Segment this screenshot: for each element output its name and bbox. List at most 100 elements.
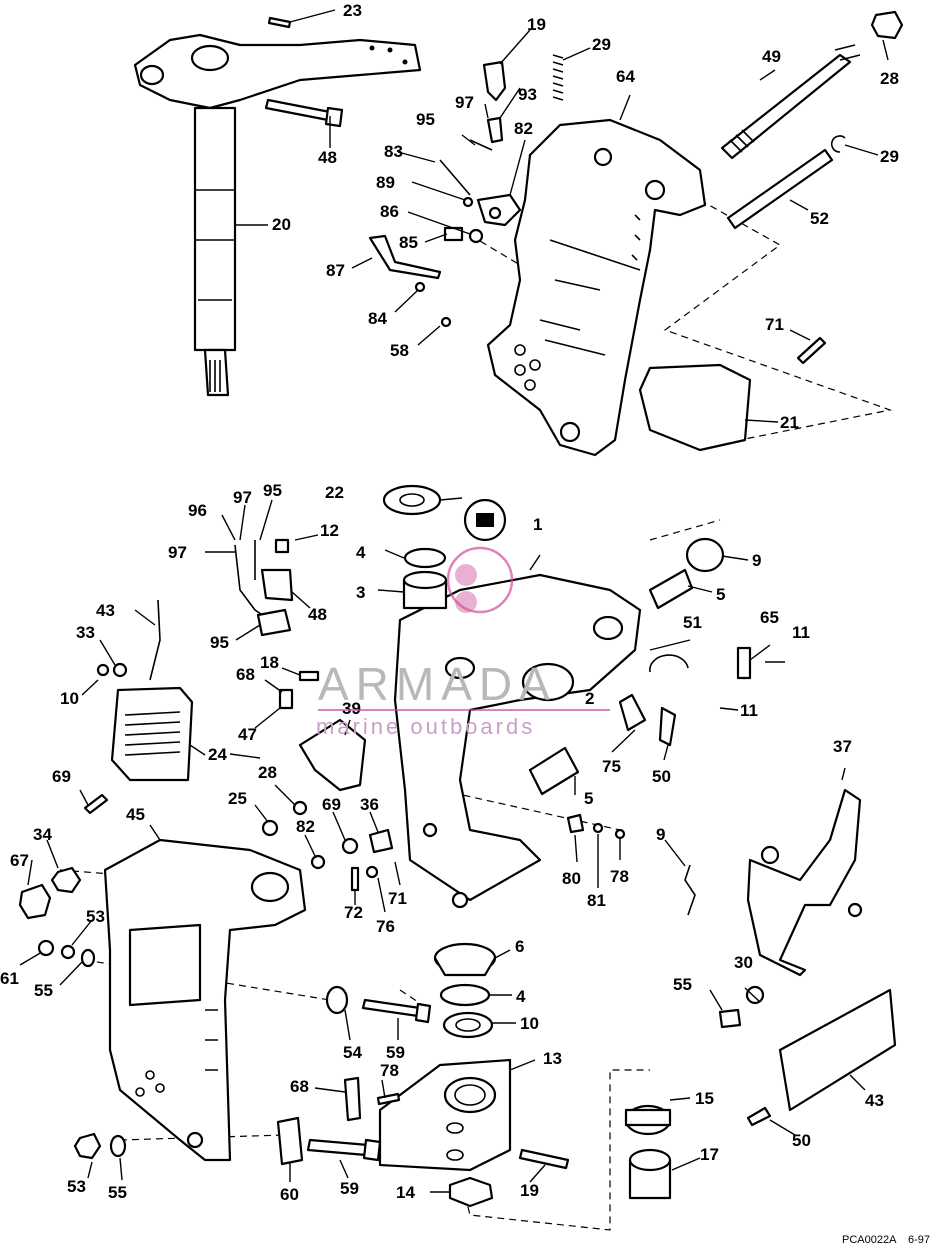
part-label: 2 [585, 689, 594, 708]
part-label: 83 [384, 142, 403, 161]
part-label: 12 [320, 521, 339, 540]
part-label: 18 [260, 653, 279, 672]
cover-part-22 [110, 686, 194, 782]
part-label: 78 [380, 1061, 399, 1080]
part-label: 53 [67, 1177, 86, 1196]
part-label: 9 [656, 825, 665, 844]
part-label: 21 [780, 413, 799, 432]
part-label: 3 [356, 583, 365, 602]
screw-part-78 [376, 1092, 401, 1106]
part-label: 29 [592, 35, 611, 54]
part-label: 95 [263, 481, 282, 500]
part-label: 95 [416, 110, 435, 129]
part-label: 55 [34, 981, 53, 1000]
ring-part-31 [830, 135, 846, 153]
part-label: 4 [516, 987, 526, 1006]
nut-part-30 [745, 985, 765, 1005]
plate-part-60 [276, 1116, 304, 1166]
clip-part-68 [343, 1076, 362, 1122]
cap-part-67 [18, 883, 52, 920]
part-label: 17 [700, 1145, 719, 1164]
part-label: 86 [380, 202, 399, 221]
part-label: 45 [126, 805, 145, 824]
watermark-tagline: marine outboards [316, 714, 535, 739]
part-label: 11 [740, 701, 758, 720]
part-label: 20 [272, 215, 291, 234]
wiring-parts [234, 538, 320, 710]
part-labels: 23 48 20 19 29 64 49 28 93 97 95 82 29 8… [0, 1, 899, 1204]
part-label: 80 [562, 869, 581, 888]
block-part-39 [298, 718, 367, 792]
part-label: 85 [399, 233, 418, 252]
part-label: 64 [616, 67, 635, 86]
watermark-emblem [446, 546, 514, 614]
part-label: 69 [322, 795, 341, 814]
part-label: 48 [318, 148, 337, 167]
washer-part-55-mid [80, 948, 96, 968]
washer-part-7 [685, 537, 725, 573]
part-label: 22 [325, 483, 344, 502]
part-label: 14 [396, 1183, 415, 1202]
part-label: 10 [520, 1014, 539, 1033]
clip-part-75 [618, 693, 647, 732]
part-label: 55 [108, 1183, 127, 1202]
part-label: 81 [587, 891, 606, 910]
part-label: 71 [388, 889, 407, 908]
part-label: 11 [792, 623, 810, 642]
part-label: 48 [308, 605, 327, 624]
part-label: 51 [683, 613, 702, 632]
part-label: 13 [543, 1049, 562, 1068]
ring-part-4-top [403, 547, 447, 569]
tilt-shaft-part-47 [720, 44, 861, 160]
part-label: 72 [344, 903, 363, 922]
part-label: 53 [86, 907, 105, 926]
part-label: 68 [236, 665, 255, 684]
clamp-block-part-13 [378, 1058, 512, 1172]
part-label: 1 [533, 515, 542, 534]
part-label: 89 [376, 173, 395, 192]
part-label: 50 [652, 767, 671, 786]
swivel-bracket-part-1 [393, 573, 642, 909]
part-label: 43 [865, 1091, 884, 1110]
bearing-stack [433, 942, 497, 1039]
part-label: 82 [514, 119, 533, 138]
part-label: 55 [673, 975, 692, 994]
nut-part-34 [50, 866, 82, 894]
screw-part-71-top [796, 336, 827, 365]
part-label: 97 [233, 488, 252, 507]
part-label: 97 [168, 543, 187, 562]
part-label: 76 [376, 917, 395, 936]
part-label: 9 [752, 551, 761, 570]
pad-part-33 [778, 988, 897, 1112]
part-label: 59 [340, 1179, 359, 1198]
part-label: 47 [238, 725, 257, 744]
bushing-part-56 [718, 1008, 742, 1029]
part-label: 97 [455, 93, 474, 112]
part-label: 24 [208, 745, 227, 764]
part-label: 69 [52, 767, 71, 786]
bolt-part-19 [518, 1148, 570, 1170]
part-label: 33 [76, 623, 95, 642]
part-label: 37 [833, 737, 852, 756]
part-label: 36 [360, 795, 379, 814]
leader-lines [19, 9, 889, 1193]
washer-part-54 [325, 985, 349, 1015]
part-label: 23 [343, 1, 362, 20]
stern-bracket-part-45 [103, 838, 307, 1162]
part-label: 19 [527, 15, 546, 34]
washer-part-55-bottom [109, 1134, 127, 1158]
part-label: 78 [610, 867, 629, 886]
watermark-brand: ARMADA [318, 658, 557, 710]
stern-bracket-part-64 [486, 118, 707, 457]
tube-part-52 [726, 148, 834, 230]
fitting-part-21 [482, 60, 507, 102]
part-label: 4 [356, 543, 366, 562]
part-label: 93 [518, 85, 537, 104]
part-label: 59 [386, 1043, 405, 1062]
part-label: 5 [584, 789, 593, 808]
part-label: 84 [368, 309, 387, 328]
link-part-43 [149, 599, 161, 681]
part-label: 65 [760, 608, 779, 627]
trim-sender-parts [368, 116, 522, 328]
part-label: 95 [210, 633, 229, 652]
